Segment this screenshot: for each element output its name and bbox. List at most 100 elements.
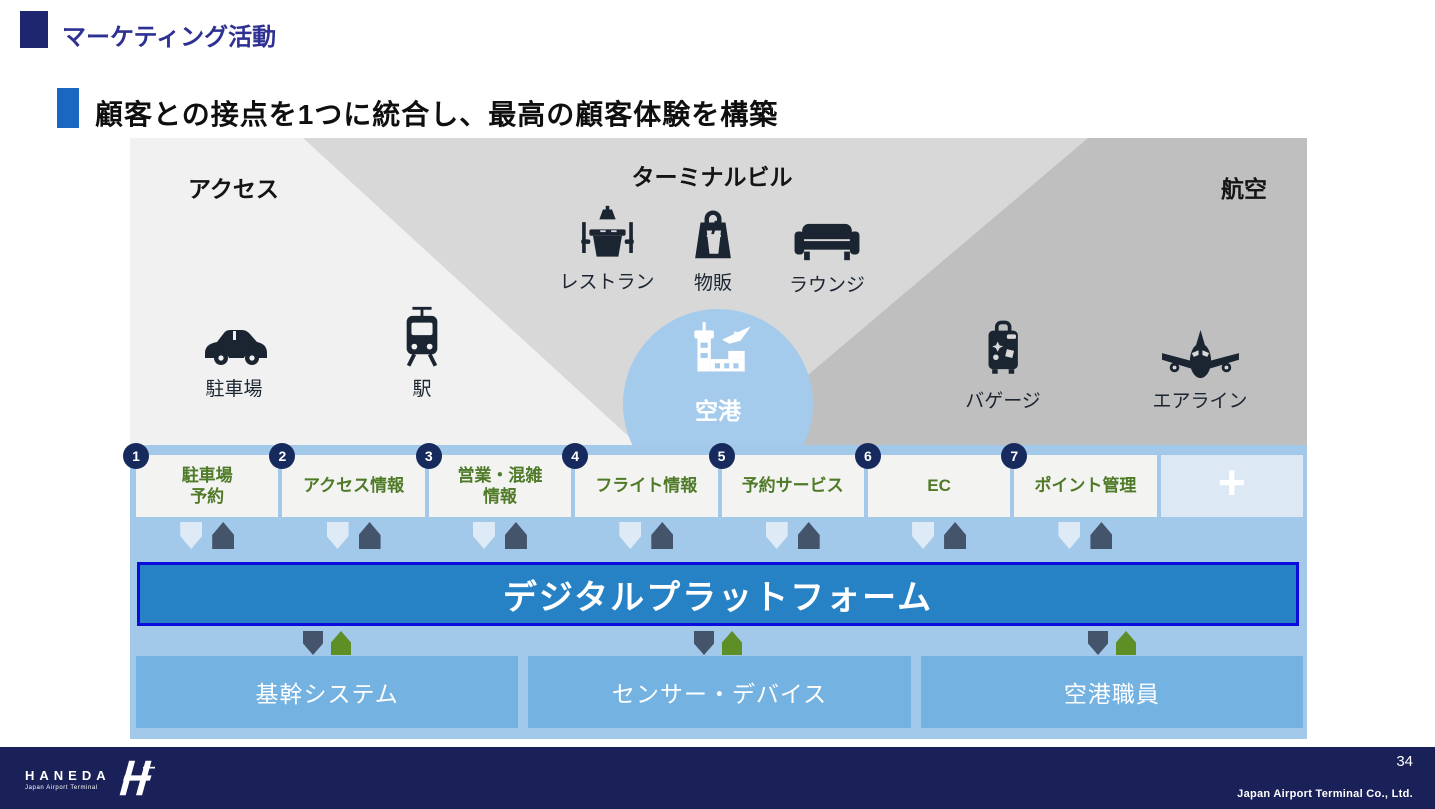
down-arrow-icon [472,522,495,549]
brand-name: HANEDA [25,767,111,783]
service-box-parking-reservation: 1 駐車場 予約 [123,443,279,549]
down-arrow-icon [303,631,323,655]
up-arrow-icon [504,522,527,549]
service-label: アクセス情報 [302,476,405,496]
exchange-arrows [303,631,351,655]
shopping-bag-icon [695,210,731,259]
service-box-point-management: 7 ポイント管理 [1001,443,1157,549]
exchange-arrows [619,522,674,549]
foundation-box-core-system: 基幹システム [136,656,519,728]
zone-label-access: アクセス [188,176,279,202]
touchpoint-restaurant: レストラン [559,205,655,294]
page-number: 34 [1396,753,1413,770]
down-arrow-icon [694,631,714,655]
number-badge: 1 [123,443,149,469]
touchpoint-label: ラウンジ [788,275,866,296]
zone-label-aviation: 航空 [1221,176,1267,202]
service-label: 駐車場 予約 [181,465,233,506]
haneda-h-logo-icon [119,760,155,796]
service-box-business-congestion-info: 3 営業・混雑 情報 [415,443,572,549]
hub-label: 空港 [695,398,741,424]
airplane-icon [1161,330,1239,379]
down-arrow-icon [912,522,935,549]
service-box-flight-info: 4 フライト情報 [562,443,718,549]
touchpoint-lounge: ラウンジ [789,222,865,297]
train-icon [406,306,438,367]
number-badge: 6 [854,443,881,469]
up-arrow-icon [651,522,674,549]
platform-label: デジタルプラットフォーム [502,578,934,617]
footer-bar: HANEDA Japan Airport Terminal 34 Japan A… [0,747,1435,809]
header-accent-square [20,11,48,48]
exchange-arrows [326,522,381,549]
exchange-arrows [472,522,527,549]
service-label: EC [927,476,951,496]
down-arrow-icon [180,522,203,549]
car-icon [205,330,267,365]
down-arrow-icon [765,522,788,549]
down-arrow-icon [1058,522,1081,549]
touchpoint-label: エアライン [1152,391,1248,412]
up-arrow-icon [212,522,235,549]
down-arrow-icon [619,522,642,549]
exchange-arrows [694,631,742,655]
foundation-box-airport-staff: 空港職員 [920,656,1303,728]
brand-subtitle: Japan Airport Terminal [25,784,98,791]
zone-shapes [303,138,1307,445]
number-badge: 5 [708,443,735,469]
section-header: マーケティング活動 [62,24,277,51]
foundation-row: 基幹システム センサー・デバイス 空港職員 [136,656,1303,728]
diagram-background [130,138,1307,445]
up-arrow-icon [1116,631,1136,655]
service-box-access-info: 2 アクセス情報 [269,443,425,549]
page-title: 顧客との接点を1つに統合し、最高の顧客体験を構築 [95,99,779,130]
touchpoint-label: バゲージ [965,391,1041,412]
number-badge: 7 [1001,443,1028,469]
up-arrow-icon [944,522,967,549]
touchpoint-label: 駅 [412,379,432,400]
haneda-logo: HANEDA Japan Airport Terminal [25,760,155,797]
up-arrow-icon [331,631,351,655]
service-label: 営業・混雑 情報 [457,465,543,506]
exchange-arrows [180,522,235,549]
foundation-label: 基幹システム [255,681,399,707]
touchpoint-station: 駅 [399,306,445,401]
number-badge: 4 [562,443,589,469]
service-box-reservation-service: 5 予約サービス [708,443,864,549]
number-badge: 2 [269,443,296,469]
touchpoint-retail: 物販 [688,208,738,295]
number-badge: 3 [415,443,442,469]
service-row: 1 駐車場 予約 2 アクセス情報 3 営業・混雑 情報 4 フライト情報 5 … [123,443,1303,549]
foundation-label: センサー・デバイス [611,681,828,707]
sofa-icon [794,223,860,261]
exchange-arrows [912,522,967,549]
up-arrow-icon [358,522,381,549]
touchpoint-baggage: バゲージ [965,318,1041,413]
exchange-arrows [1058,522,1113,549]
service-label: ポイント管理 [1034,476,1137,496]
restaurant-icon [580,205,634,257]
suitcase-icon [988,320,1018,374]
zone-label-terminal: ターミナルビル [631,164,793,190]
service-box-ec: 6 EC [854,443,1011,549]
touchpoint-label: 駐車場 [205,379,263,400]
title-accent-bar [57,88,79,128]
service-label: 予約サービス [741,476,844,496]
digital-platform-bar: デジタルプラットフォーム [137,562,1299,626]
foundation-label: 空港職員 [1063,681,1160,707]
down-arrow-icon [326,522,349,549]
service-box-add-more: + [1160,455,1303,517]
touchpoint-parking: 駐車場 [201,316,267,401]
company-name: Japan Airport Terminal Co., Ltd. [1237,788,1413,800]
service-label: フライト情報 [595,476,698,496]
down-arrow-icon [1088,631,1108,655]
plus-icon: + [1217,457,1246,510]
up-arrow-icon [797,522,820,549]
exchange-arrows [765,522,820,549]
airport-icon [694,322,751,372]
touchpoint-airline: エアライン [1152,330,1248,413]
airport-hub: 空港 [681,322,755,426]
up-arrow-icon [722,631,742,655]
foundation-box-sensor-device: センサー・デバイス [528,656,911,728]
